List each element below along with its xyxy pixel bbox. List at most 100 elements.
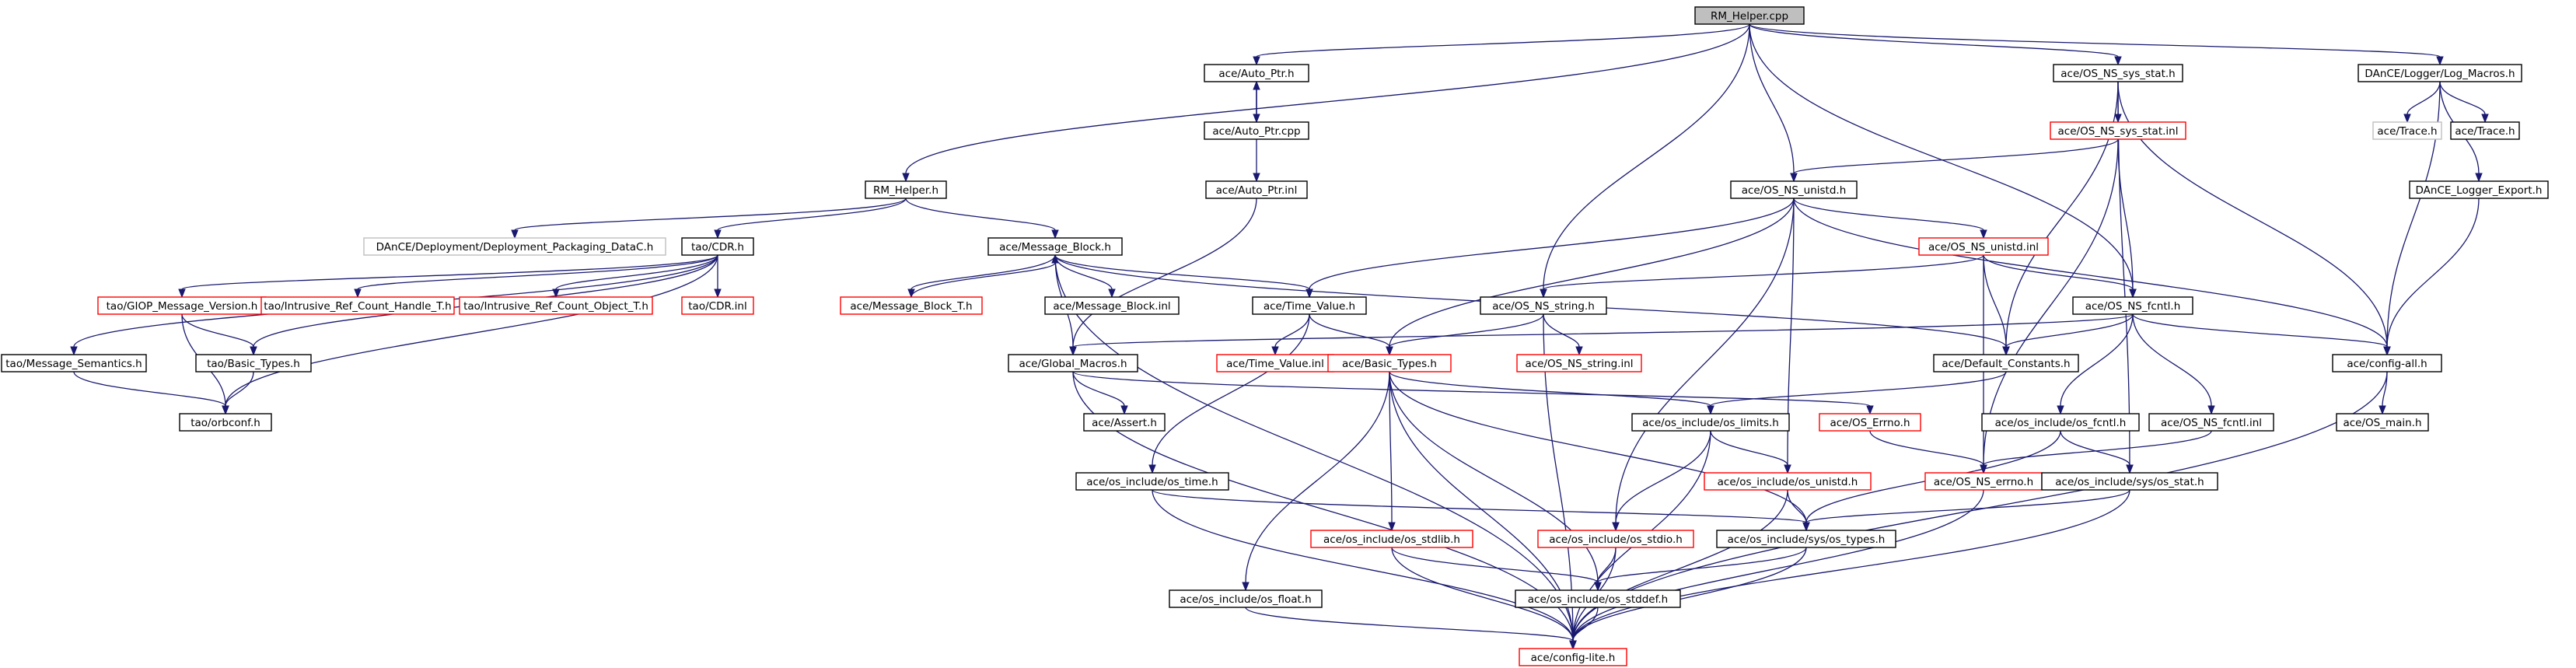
edge-line <box>1793 198 2388 348</box>
file-node-ace-os-ns-unistd-inl[interactable]: ace/OS_NS_unistd.inl <box>1918 237 2049 256</box>
file-node-tao-intrusive-ref-count-object-t-h[interactable]: tao/Intrusive_Ref_Count_Object_T.h <box>459 296 653 315</box>
arrowhead-icon <box>1253 173 1260 183</box>
file-node-ace-config-all-h[interactable]: ace/config-all.h <box>2332 354 2442 372</box>
file-node-ace-os-include-os-fcntl-h[interactable]: ace/os_include/os_fcntl.h <box>1981 413 2140 432</box>
file-node-ace-assert-h[interactable]: ace/Assert.h <box>1083 413 1166 432</box>
node-label: tao/Intrusive_Ref_Count_Handle_T.h <box>264 300 451 313</box>
file-node-ace-auto-ptr-inl[interactable]: ace/Auto_Ptr.inl <box>1205 180 1308 199</box>
file-node-ace-config-lite-h[interactable]: ace/config-lite.h <box>1519 648 1627 666</box>
file-node-ace-os-ns-string-inl[interactable]: ace/OS_NS_string.inl <box>1516 354 1642 372</box>
file-node-ace-os-errno-h[interactable]: ace/OS_Errno.h <box>1819 413 1921 432</box>
node-box <box>1205 180 1308 199</box>
file-node-ace-auto-ptr-h[interactable]: ace/Auto_Ptr.h <box>1204 64 1309 82</box>
node-box <box>2372 121 2442 140</box>
file-node-ace-os-include-os-float-h[interactable]: ace/os_include/os_float.h <box>1169 589 1323 608</box>
file-node-ace-os-include-sys-os-stat-h[interactable]: ace/os_include/sys/os_stat.h <box>2041 472 2218 491</box>
dependency-edge <box>714 198 907 240</box>
file-node-tao-orbconf-h[interactable]: tao/orbconf.h <box>179 413 272 432</box>
dependency-edge <box>1054 254 1313 299</box>
file-node-ace-default-constants-h[interactable]: ace/Default_Constants.h <box>1933 354 2079 372</box>
node-box <box>1252 296 1367 315</box>
file-node-dance-log-macros-h[interactable]: DAnCE/Logger/Log_Macros.h <box>2358 64 2522 82</box>
arrowhead-icon <box>714 289 722 299</box>
edge-line <box>1389 198 1795 348</box>
node-label: ace/Trace.h <box>2455 125 2515 138</box>
node-label: ace/os_include/os_stdio.h <box>1549 533 1683 546</box>
file-node-dance-logger-export-h[interactable]: DAnCE_Logger_Export.h <box>2409 180 2549 199</box>
file-node-ace-os-include-os-limits-h[interactable]: ace/os_include/os_limits.h <box>1631 413 1790 432</box>
node-box <box>865 180 947 199</box>
file-node-ace-time-value-inl[interactable]: ace/Time_Value.inl <box>1216 354 1334 372</box>
arrowhead-icon <box>354 289 362 299</box>
node-label: ace/Global_Macros.h <box>1019 358 1127 370</box>
arrowhead-icon <box>178 289 186 299</box>
edge-line <box>1543 313 1580 348</box>
file-node-rm-helper-h[interactable]: RM_Helper.h <box>865 180 947 199</box>
file-node-ace-message-block-inl[interactable]: ace/Message_Block.inl <box>1044 296 1180 315</box>
file-node-ace-os-include-os-stdlib-h[interactable]: ace/os_include/os_stdlib.h <box>1310 530 1473 548</box>
dependency-edge <box>1152 489 1810 532</box>
edge-line <box>225 254 718 407</box>
edge-line <box>1309 198 1795 290</box>
dependency-edge <box>902 23 1750 183</box>
arrowhead-icon <box>1575 346 1583 356</box>
file-node-ace-os-ns-unistd-h[interactable]: ace/OS_NS_unistd.h <box>1730 180 1858 199</box>
file-node-ace-os-include-os-stdio-h[interactable]: ace/os_include/os_stdio.h <box>1537 530 1694 548</box>
node-label: tao/Basic_Types.h <box>207 358 300 370</box>
node-label: ace/Message_Block.h <box>999 241 1111 254</box>
node-box <box>2358 64 2522 82</box>
edge-line <box>2060 430 2130 466</box>
file-node-ace-os-ns-sys-stat-h[interactable]: ace/OS_NS_sys_stat.h <box>2053 64 2183 82</box>
file-node-ace-auto-ptr-cpp[interactable]: ace/Auto_Ptr.cpp <box>1204 121 1309 140</box>
node-label: ace/os_include/os_time.h <box>1086 476 1218 488</box>
dependency-edge <box>1054 254 1116 299</box>
file-node-ace-message-block-t-h[interactable]: ace/Message_Block_T.h <box>840 296 983 315</box>
file-node-ace-os-ns-fcntl-h[interactable]: ace/OS_NS_fcntl.h <box>2072 296 2193 315</box>
edge-line <box>1054 254 1574 642</box>
node-label: ace/OS_NS_string.h <box>1492 300 1595 313</box>
arrowhead-icon <box>1784 464 1791 474</box>
edge-line <box>1572 489 1984 642</box>
node-box <box>1204 121 1309 140</box>
edge-line <box>1572 607 1599 642</box>
dependency-edge <box>1072 371 1874 415</box>
file-node-ace-os-include-os-unistd-h[interactable]: ace/os_include/os_unistd.h <box>1704 472 1872 491</box>
file-node-ace-os-ns-sys-stat-inl[interactable]: ace/OS_NS_sys_stat.inl <box>2050 121 2186 140</box>
dependency-edges <box>70 23 2489 650</box>
node-box <box>2041 472 2218 491</box>
node-box <box>1044 296 1180 315</box>
file-node-tao-cdr-inl[interactable]: tao/CDR.inl <box>681 296 754 315</box>
file-node-ace-os-ns-errno-h[interactable]: ace/OS_NS_errno.h <box>1924 472 2043 491</box>
file-node-ace-os-ns-fcntl-inl[interactable]: ace/OS_NS_fcntl.inl <box>2148 413 2274 432</box>
arrowhead-icon <box>1866 405 1874 415</box>
node-label: DAnCE_Logger_Export.h <box>2416 184 2543 197</box>
file-node-ace-global-macros-h[interactable]: ace/Global_Macros.h <box>1008 354 1138 372</box>
file-node-tao-giop-message-version-h[interactable]: tao/GIOP_Message_Version.h <box>97 296 267 315</box>
file-node-ace-basic-types-h[interactable]: ace/Basic_Types.h <box>1327 354 1452 372</box>
file-node-ace-os-include-os-stddef-h[interactable]: ace/os_include/os_stddef.h <box>1515 589 1681 608</box>
file-node-tao-cdr-h[interactable]: tao/CDR.h <box>681 237 754 256</box>
dependency-edge <box>2439 81 2489 124</box>
edge-line <box>905 23 1750 174</box>
file-node-tao-basic-types-h[interactable]: tao/Basic_Types.h <box>195 354 312 372</box>
file-node-ace-message-block-h[interactable]: ace/Message_Block.h <box>987 237 1123 256</box>
edge-line <box>1749 23 2119 58</box>
node-box <box>260 296 455 315</box>
dependency-edge <box>178 254 718 299</box>
node-box <box>1537 530 1694 548</box>
node-label: ace/Auto_Ptr.inl <box>1216 184 1298 197</box>
dependency-edge <box>1069 313 2134 356</box>
file-node-tao-message-semantics-h[interactable]: tao/Message_Semantics.h <box>1 354 147 372</box>
node-box <box>1075 472 1229 491</box>
file-node-ace-os-main-h[interactable]: ace/OS_main.h <box>2336 413 2429 432</box>
file-node-ace-os-include-os-time-h[interactable]: ace/os_include/os_time.h <box>1075 472 1229 491</box>
node-label: ace/OS_main.h <box>2343 417 2421 429</box>
edge-line <box>1572 489 2130 642</box>
file-node-ace-trace-h[interactable]: ace/Trace.h <box>2450 121 2520 140</box>
file-node-ace-time-value-h[interactable]: ace/Time_Value.h <box>1252 296 1367 315</box>
dependency-edge <box>1072 371 1128 415</box>
file-node-ace-os-include-sys-os-types-h[interactable]: ace/os_include/sys/os_types.h <box>1716 530 1896 548</box>
file-node-tao-intrusive-ref-count-handle-t-h[interactable]: tao/Intrusive_Ref_Count_Handle_T.h <box>260 296 455 315</box>
file-node-ace-os-ns-string-h[interactable]: ace/OS_NS_string.h <box>1480 296 1607 315</box>
edge-line <box>357 254 718 290</box>
